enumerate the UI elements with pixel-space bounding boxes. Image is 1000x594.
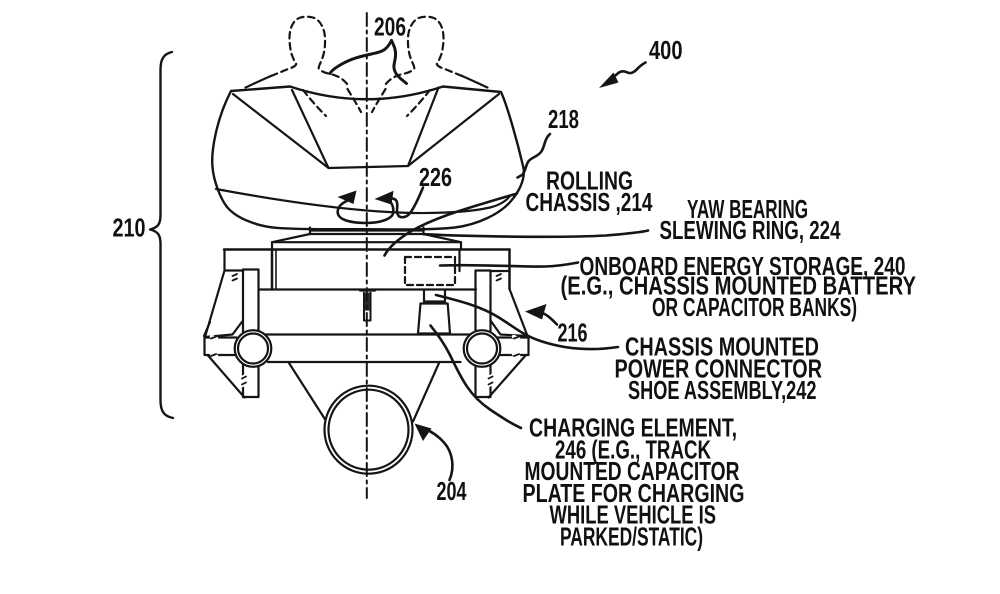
svg-text:SLEWING RING, 224: SLEWING RING, 224 xyxy=(660,215,841,245)
svg-text:MOUNTED CAPACITOR: MOUNTED CAPACITOR xyxy=(525,456,740,486)
svg-text:POWER CONNECTOR: POWER CONNECTOR xyxy=(615,353,823,383)
svg-text:SHOE ASSEMBLY,242: SHOE ASSEMBLY,242 xyxy=(628,375,817,405)
svg-text:PLATE FOR CHARGING: PLATE FOR CHARGING xyxy=(523,478,745,508)
svg-text:400: 400 xyxy=(649,35,683,65)
svg-text:216: 216 xyxy=(558,318,588,348)
svg-text:206: 206 xyxy=(374,12,406,42)
svg-text:YAW BEARING: YAW BEARING xyxy=(687,194,808,224)
svg-text:WHILE VEHICLE IS: WHILE VEHICLE IS xyxy=(550,500,717,530)
svg-text:(E.G., CHASSIS MOUNTED BATTERY: (E.G., CHASSIS MOUNTED BATTERY xyxy=(561,271,917,301)
svg-text:CHASSIS ,214: CHASSIS ,214 xyxy=(526,187,653,217)
svg-text:246 (E.G., TRACK: 246 (E.G., TRACK xyxy=(555,434,711,464)
svg-text:ROLLING: ROLLING xyxy=(546,166,633,196)
svg-text:210: 210 xyxy=(113,213,146,243)
svg-text:PARKED/STATIC): PARKED/STATIC) xyxy=(560,522,703,552)
svg-text:CHARGING ELEMENT,: CHARGING ELEMENT, xyxy=(529,413,737,443)
svg-text:218: 218 xyxy=(548,104,579,134)
svg-text:CHASSIS MOUNTED: CHASSIS MOUNTED xyxy=(625,332,819,362)
svg-text:ONBOARD ENERGY STORAGE, 240: ONBOARD ENERGY STORAGE, 240 xyxy=(580,251,906,281)
svg-text:204: 204 xyxy=(437,476,467,506)
svg-text:OR CAPACITOR BANKS): OR CAPACITOR BANKS) xyxy=(652,292,857,322)
svg-text:226: 226 xyxy=(419,162,452,192)
